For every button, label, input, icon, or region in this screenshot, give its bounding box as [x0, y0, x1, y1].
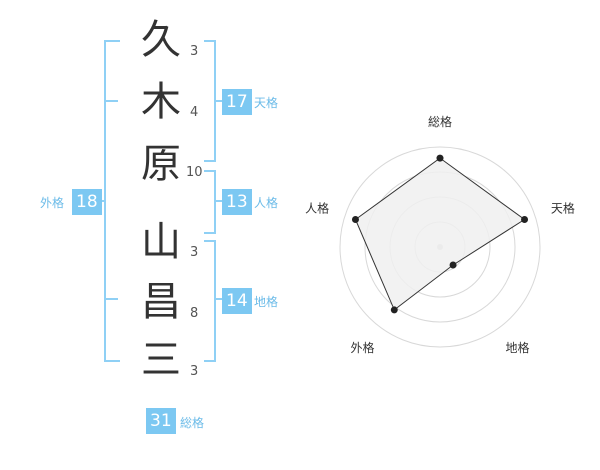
soukaku-label: 総格 — [180, 416, 205, 430]
chikaku-label: 地格 — [254, 295, 279, 309]
radar-point-5 — [351, 216, 359, 224]
name-char-2: 木 — [141, 79, 181, 125]
stroke-count-3: 10 — [186, 165, 203, 180]
jinkaku-bracket — [204, 170, 216, 234]
radar-series-polygon — [354, 157, 526, 311]
stroke-count-1: 3 — [190, 44, 199, 59]
name-char-3: 原 — [141, 141, 181, 187]
tenkaku-bracket — [204, 40, 216, 162]
name-char-5: 昌 — [141, 279, 181, 325]
radar-point-2 — [521, 216, 529, 224]
gaikaku-label: 外格 — [40, 196, 65, 210]
name-char-4: 山 — [141, 219, 181, 265]
gaikaku-bracket-tick — [104, 100, 118, 102]
radar-axis-label-3: 地格 — [506, 340, 530, 355]
name-char-6: 三 — [141, 337, 181, 383]
name-char-1: 久 — [141, 17, 181, 63]
gaikaku-bracket-tick — [104, 298, 118, 300]
chikaku-bracket-connector — [216, 298, 222, 300]
chikaku-value-badge: 14 — [222, 288, 252, 314]
jinkaku-label: 人格 — [254, 196, 279, 210]
stroke-count-2: 4 — [190, 105, 199, 120]
tenkaku-label: 天格 — [254, 96, 279, 110]
stroke-count-5: 8 — [190, 306, 199, 321]
radar-axis-label-2: 天格 — [551, 200, 575, 215]
radar-grid-ring — [339, 146, 541, 348]
radar-point-4 — [390, 306, 398, 314]
radar-axis-label-1: 総格 — [428, 114, 452, 129]
gaikaku-value-badge: 18 — [72, 189, 102, 215]
radar-point-1 — [436, 154, 444, 162]
tenkaku-bracket-connector — [216, 100, 222, 102]
gaikaku-bracket — [104, 40, 120, 362]
radar-axis-label-4: 外格 — [350, 340, 374, 355]
jinkaku-bracket-connector — [216, 200, 222, 202]
stroke-count-6: 3 — [190, 364, 199, 379]
tenkaku-value-badge: 17 — [222, 89, 252, 115]
jinkaku-value-badge: 13 — [222, 189, 252, 215]
soukaku-value-badge: 31 — [146, 408, 176, 434]
radar-point-3 — [449, 261, 457, 269]
radar-axis-label-5: 人格 — [305, 200, 329, 215]
stroke-count-4: 3 — [190, 245, 199, 260]
chikaku-bracket — [204, 240, 216, 362]
